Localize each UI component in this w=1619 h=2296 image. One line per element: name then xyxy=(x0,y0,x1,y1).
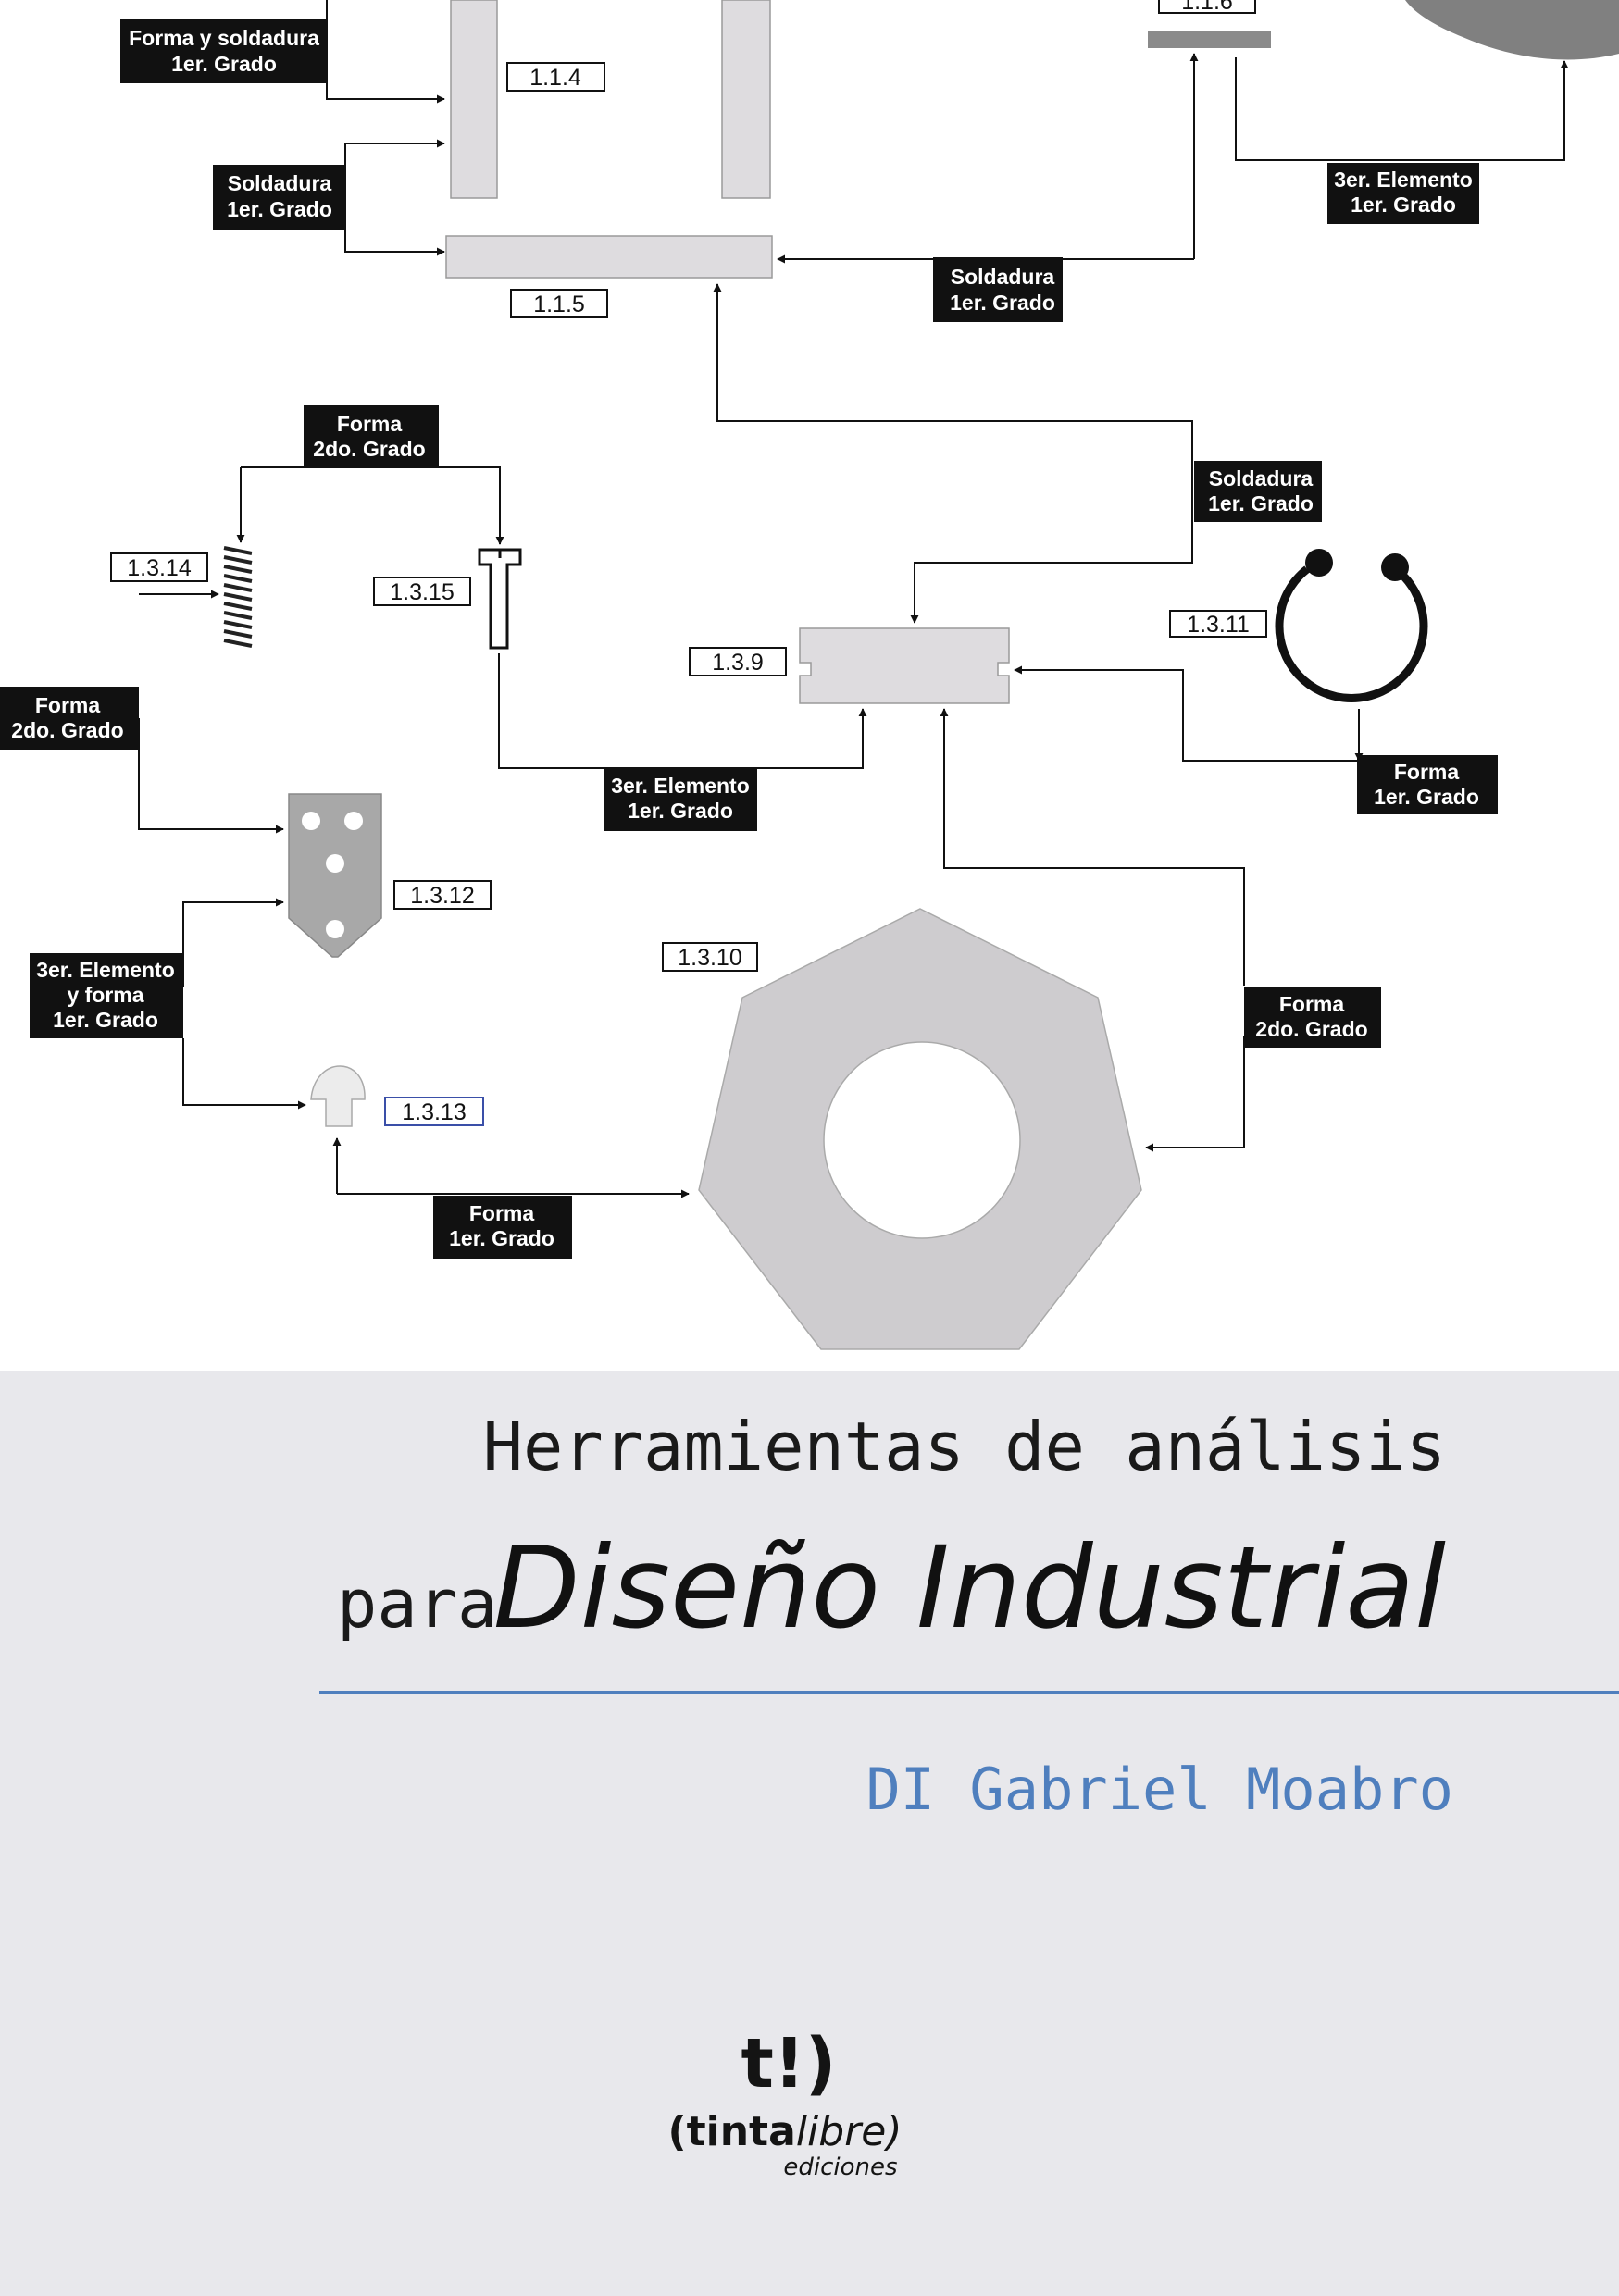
svg-text:Forma: Forma xyxy=(469,1201,535,1225)
svg-text:3er. Elemento: 3er. Elemento xyxy=(36,958,175,982)
publisher-sub: ediciones xyxy=(783,2153,897,2181)
svg-text:1.3.12: 1.3.12 xyxy=(410,883,475,909)
label-forma-1er-ring: Forma 1er. Grado xyxy=(1357,755,1498,814)
svg-text:1er. Grado: 1er. Grado xyxy=(171,52,277,76)
label-3er-elemento-forma: 3er. Elemento y forma 1er. Grado xyxy=(30,953,183,1038)
svg-text:2do. Grado: 2do. Grado xyxy=(11,718,123,742)
svg-text:2do. Grado: 2do. Grado xyxy=(1255,1017,1367,1041)
svg-text:Soldadura: Soldadura xyxy=(951,265,1055,289)
code-1-3-12: 1.3.12 xyxy=(393,880,492,910)
svg-text:Forma y soldadura: Forma y soldadura xyxy=(129,26,319,50)
label-forma-2do-right: Forma 2do. Grado xyxy=(1244,987,1381,1048)
svg-text:3er. Elemento: 3er. Elemento xyxy=(611,774,750,798)
title-panel xyxy=(0,1371,1619,2296)
svg-text:1er. Grado: 1er. Grado xyxy=(227,197,332,221)
svg-text:3er. Elemento: 3er. Elemento xyxy=(1334,168,1473,192)
part-1-3-10-heptagon xyxy=(698,908,1142,1350)
label-3er-elemento-a: 3er. Elemento 1er. Grado xyxy=(1327,163,1479,224)
svg-text:1.1.6: 1.1.6 xyxy=(1181,0,1233,15)
publisher-logo: t!) (tintalibre) ediciones xyxy=(668,2024,903,2181)
svg-text:1er. Grado: 1er. Grado xyxy=(950,291,1055,315)
svg-text:Forma: Forma xyxy=(1279,992,1345,1016)
svg-text:Forma: Forma xyxy=(337,412,403,436)
part-1-3-13-rivet xyxy=(310,1065,366,1127)
svg-text:Forma: Forma xyxy=(1394,760,1460,784)
label-soldadura-a: Soldadura 1er. Grado xyxy=(213,165,346,230)
code-1-3-13: 1.3.13 xyxy=(384,1097,484,1126)
assembly-diagram: 1.1.6 1.1.4 1.1.5 1.3.14 1.3.15 1.3.9 1.… xyxy=(0,0,1619,1350)
label-forma-2do-top: Forma 2do. Grado xyxy=(304,405,439,468)
svg-text:1.3.13: 1.3.13 xyxy=(402,1099,467,1125)
part-1-3-11-ring xyxy=(1275,549,1428,702)
part-1-3-14-spring xyxy=(223,546,253,648)
publisher-name: (tintalibre) xyxy=(668,2108,903,2155)
code-1-1-6: 1.1.6 xyxy=(1158,0,1256,15)
svg-text:1er. Grado: 1er. Grado xyxy=(1351,192,1456,217)
svg-text:Soldadura: Soldadura xyxy=(228,171,332,195)
svg-text:Forma: Forma xyxy=(35,693,101,717)
svg-text:1.3.15: 1.3.15 xyxy=(390,579,455,605)
label-3er-elemento-b: 3er. Elemento 1er. Grado xyxy=(604,768,757,831)
label-forma-1er-bottom: Forma 1er. Grado xyxy=(433,1196,572,1259)
svg-text:t!): t!) xyxy=(741,2024,837,2104)
part-1-1-6-bar xyxy=(1148,31,1271,48)
svg-text:1.3.9: 1.3.9 xyxy=(712,650,764,676)
title-prefix: para xyxy=(337,1565,497,1643)
label-soldadura-b: Soldadura 1er. Grado xyxy=(933,257,1063,322)
code-1-3-9: 1.3.9 xyxy=(689,647,787,676)
part-1-3-12-bracket xyxy=(288,793,382,958)
dark-part-top-right xyxy=(1405,0,1619,60)
label-forma-soldadura: Forma y soldadura 1er. Grado xyxy=(120,19,328,83)
part-1-1-4-uprights xyxy=(450,0,771,199)
svg-text:1.3.10: 1.3.10 xyxy=(678,945,742,971)
svg-text:1.3.14: 1.3.14 xyxy=(127,555,192,581)
part-1-3-9-block xyxy=(799,627,1010,704)
code-1-3-14: 1.3.14 xyxy=(110,552,208,582)
code-1-3-15: 1.3.15 xyxy=(373,577,471,606)
code-1-1-5: 1.1.5 xyxy=(510,289,608,318)
svg-text:1er. Grado: 1er. Grado xyxy=(53,1008,158,1032)
part-1-1-5-plate xyxy=(445,235,773,279)
svg-text:1.1.5: 1.1.5 xyxy=(533,292,585,317)
svg-text:1er. Grado: 1er. Grado xyxy=(449,1226,554,1250)
label-soldadura-c: Soldadura 1er. Grado xyxy=(1194,461,1322,522)
code-1-3-11: 1.3.11 xyxy=(1169,610,1267,638)
code-1-3-10: 1.3.10 xyxy=(662,942,758,972)
title-line-2: Diseño Industrial xyxy=(493,1522,1446,1654)
svg-text:1.3.11: 1.3.11 xyxy=(1187,612,1250,638)
svg-text:y forma: y forma xyxy=(67,983,143,1007)
author-name: DI Gabriel Moabro xyxy=(866,1756,1453,1823)
svg-text:2do. Grado: 2do. Grado xyxy=(313,437,425,461)
code-1-1-4: 1.1.4 xyxy=(506,62,605,92)
title-line-1: Herramientas de análisis xyxy=(483,1408,1446,1485)
svg-text:1er. Grado: 1er. Grado xyxy=(628,799,733,823)
svg-text:1.1.4: 1.1.4 xyxy=(529,65,581,91)
title-rule xyxy=(319,1691,1619,1694)
part-1-3-15-screw xyxy=(478,548,522,650)
svg-text:1er. Grado: 1er. Grado xyxy=(1374,785,1479,809)
svg-text:Soldadura: Soldadura xyxy=(1209,466,1314,490)
svg-text:1er. Grado: 1er. Grado xyxy=(1208,491,1314,515)
label-forma-2do-left: Forma 2do. Grado xyxy=(0,687,139,750)
